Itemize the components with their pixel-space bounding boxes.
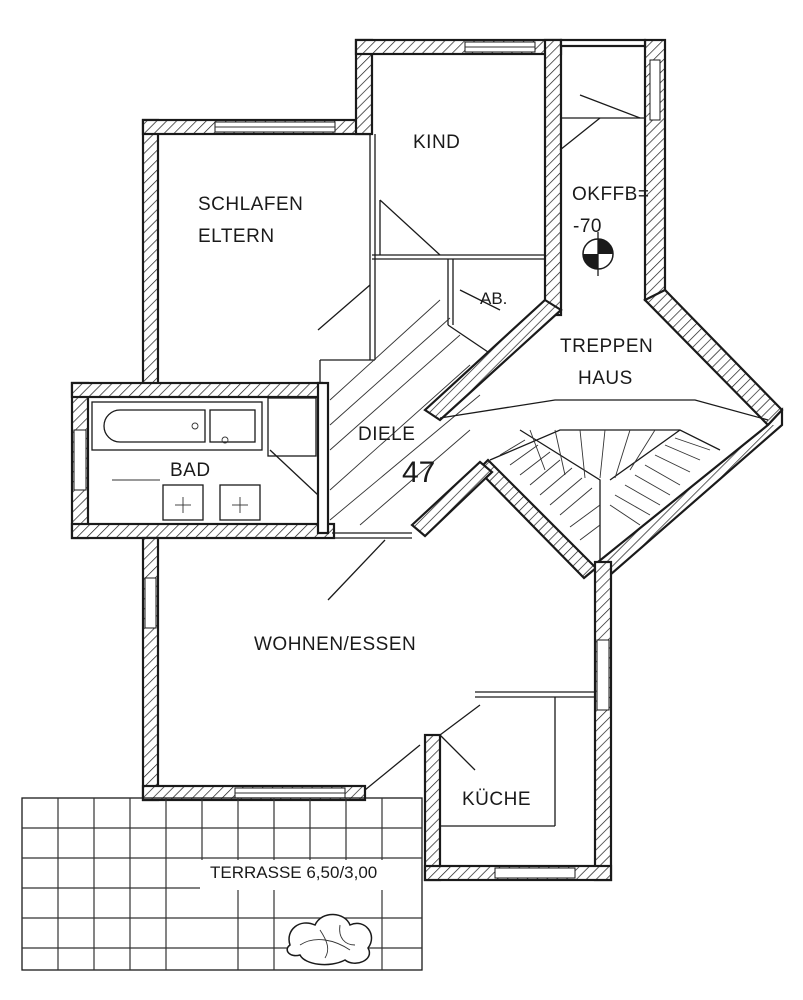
wall-bad-right bbox=[316, 381, 330, 535]
label-wohnen-essen: WOHNEN/ESSEN bbox=[254, 634, 416, 655]
label-okffb-value: -70 bbox=[573, 216, 602, 237]
shower-icon bbox=[267, 397, 317, 457]
label-treppen: TREPPEN bbox=[560, 336, 653, 357]
label-diele: DIELE bbox=[358, 424, 415, 445]
washbasin-icon bbox=[209, 409, 256, 443]
label-bad: BAD bbox=[170, 460, 211, 481]
toilet-icon bbox=[162, 484, 204, 521]
label-schlafen: SCHLAFEN bbox=[198, 194, 303, 215]
label-abstell: AB. bbox=[480, 289, 507, 308]
label-okffb: OKFFB= bbox=[572, 184, 649, 205]
bathroom-fixtures bbox=[91, 397, 317, 521]
wall-treppe-top bbox=[559, 38, 647, 48]
room-labels: SCHLAFEN ELTERN KIND OKFFB= -70 AB. TREP… bbox=[170, 132, 653, 882]
label-kueche: KÜCHE bbox=[462, 789, 531, 810]
windows bbox=[73, 41, 661, 879]
level-marker-icon bbox=[582, 232, 614, 276]
bidet-icon bbox=[219, 484, 261, 521]
staircase bbox=[439, 399, 769, 560]
label-kind: KIND bbox=[413, 132, 460, 153]
label-terrasse: TERRASSE 6,50/3,00 bbox=[210, 863, 377, 882]
bathtub-icon bbox=[91, 401, 263, 451]
plant-icon bbox=[286, 913, 373, 966]
label-eltern: ELTERN bbox=[198, 226, 275, 247]
walls bbox=[70, 38, 784, 882]
doors bbox=[269, 94, 641, 791]
label-diele-number: 47 bbox=[402, 456, 435, 489]
label-haus: HAUS bbox=[578, 368, 633, 389]
